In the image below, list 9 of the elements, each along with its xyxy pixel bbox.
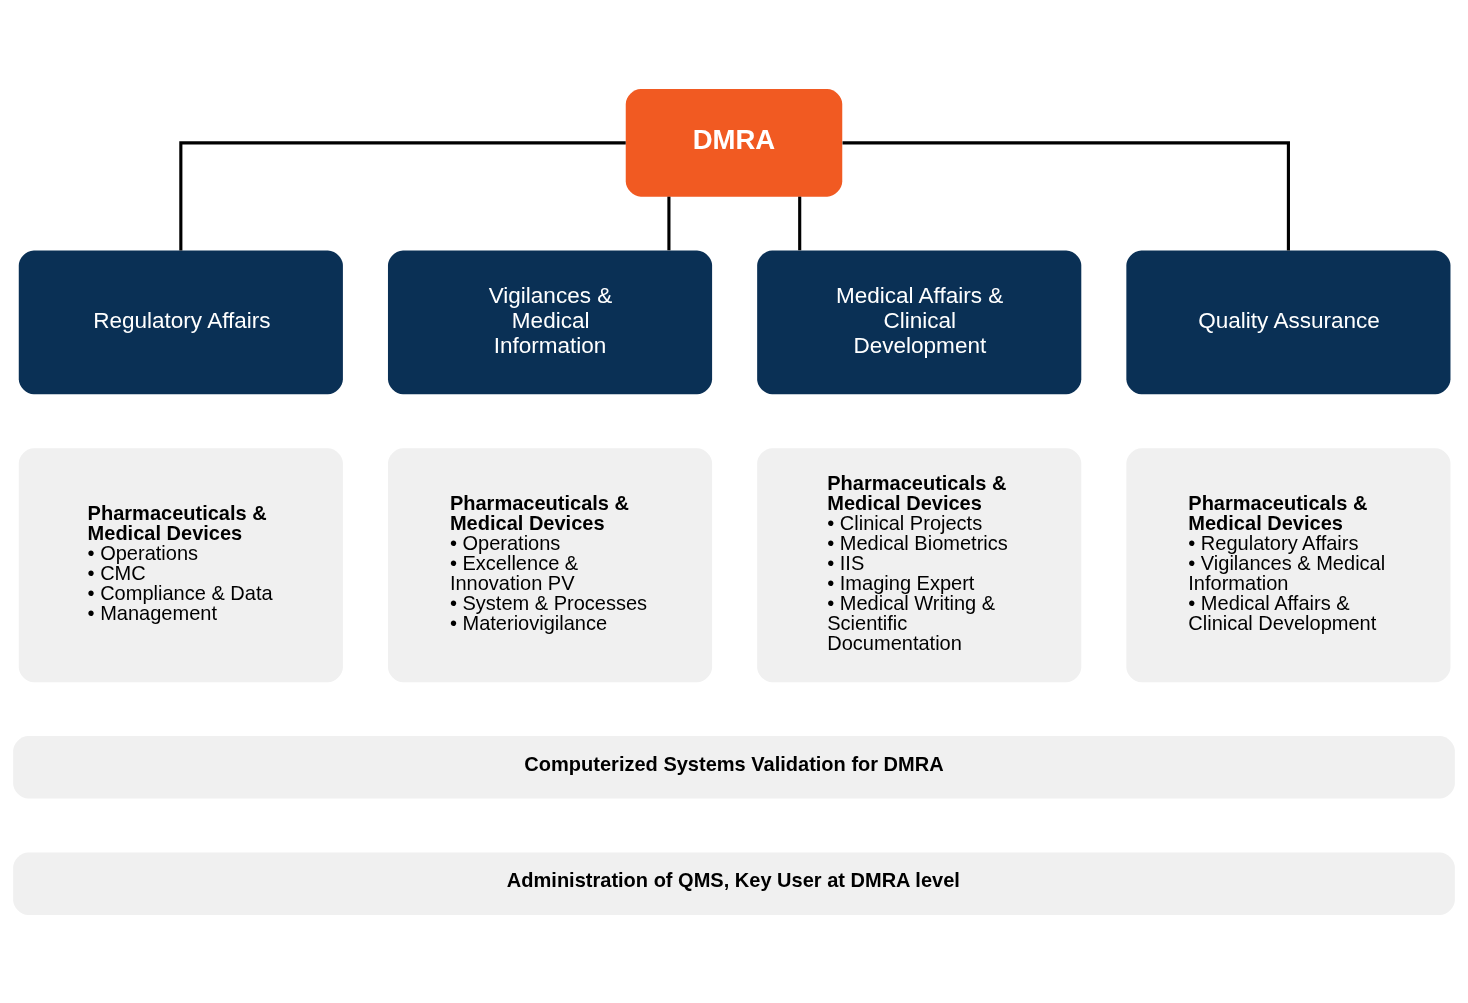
node-box: DMRA	[625, 88, 843, 197]
connector	[798, 196, 802, 250]
node-box: Quality Assurance	[1126, 249, 1451, 394]
node-box: Medical Affairs & Clinical Development	[757, 249, 1082, 394]
node-box: Regulatory Affairs	[18, 249, 343, 394]
connector	[842, 140, 1290, 250]
node-box: Vigilances & Medical Information	[387, 249, 713, 394]
connector	[667, 196, 671, 250]
connector	[179, 140, 626, 250]
